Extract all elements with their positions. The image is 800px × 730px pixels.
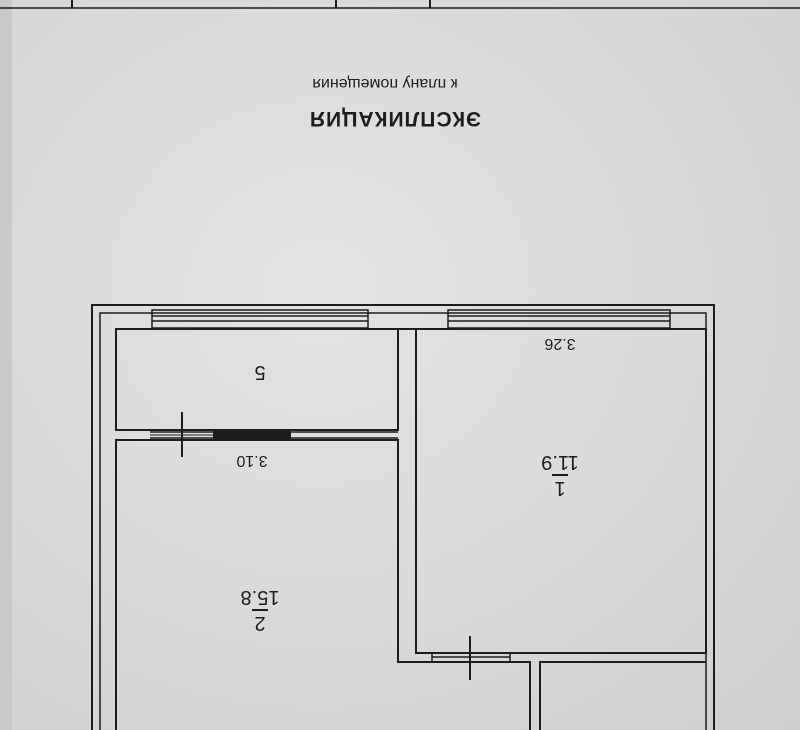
paper-edge <box>0 0 12 730</box>
room-2-number: 2 <box>252 609 268 635</box>
room-1-width: 3.26 <box>544 335 576 352</box>
explication-subtitle: к плану помещения <box>312 75 458 92</box>
room-2-width: 3.10 <box>236 452 268 469</box>
room-1-number: 1 <box>552 474 568 500</box>
room-1-area: 11.9 <box>541 451 579 473</box>
room-2-outline <box>115 439 531 730</box>
room-5-number: 5 <box>254 361 266 383</box>
top-table-lines <box>0 0 800 9</box>
door-mark-1 <box>150 412 214 457</box>
room-5-outline <box>115 328 399 431</box>
outer-walls <box>91 304 715 730</box>
room-1-outline <box>415 328 707 654</box>
bottom-right-room-outline <box>539 661 706 730</box>
room-2-label: 2 15.8 <box>230 585 290 635</box>
room-1-label: 1 11.9 <box>530 450 590 500</box>
room-2-area: 15.8 <box>240 586 280 608</box>
explication-title: ЭКСПЛИКАЦИЯ <box>308 107 482 130</box>
door-mark-2 <box>431 636 511 680</box>
window-1 <box>151 309 369 329</box>
window-2 <box>447 309 671 329</box>
